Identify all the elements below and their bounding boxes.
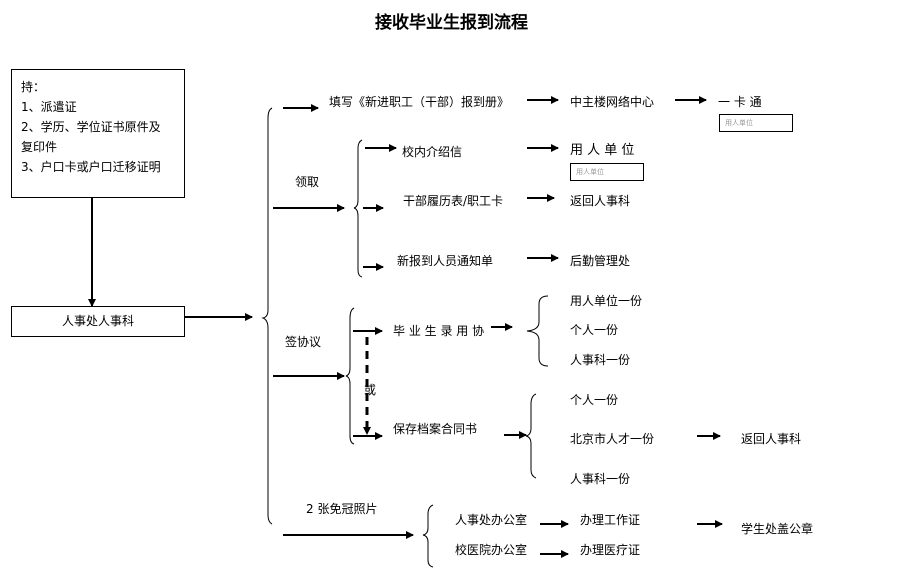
fill-form-label: 填写《新进职工（干部）报到册》 [329,95,510,109]
employment-copy: 用人单位一份 [570,294,643,308]
agreement-label: 签协议 [285,335,322,349]
receive-item-target: 返回人事科 [570,194,631,208]
archive-return-label: 返回人事科 [741,432,802,446]
employer-stamp-box: 用人单位 [570,163,644,181]
archive-contract-label: 保存档案合同书 [393,422,478,436]
document-item: 3、户口卡或户口迁移证明 [21,160,161,174]
archive-copy: 北京市人才一份 [570,432,655,446]
receive-brace [353,139,363,278]
employment-copies-brace [526,295,549,367]
document-item: 2、学历、学位证书原件及 [21,120,161,134]
office-action: 办理医疗证 [580,543,641,557]
employment-copy: 人事科一份 [570,353,631,367]
office-label: 人事处办公室 [455,513,528,527]
main-brace [261,107,273,525]
receive-item: 新报到人员通知单 [397,254,494,268]
or-label: 或 [364,383,377,397]
receive-item-target: 后勤管理处 [570,254,631,268]
employer-stamp-box: 用人单位 [719,114,793,132]
hr-office-box: 人事处人事科 [11,306,185,337]
employment-agreement-label: 毕 业 生 录 用 协 [393,324,485,338]
hr-office-label: 人事处人事科 [61,314,134,328]
archive-copy: 个人一份 [570,393,619,407]
office-action: 办理工作证 [580,513,641,527]
required-documents-box: 持： 1、派遣证 2、学历、学位证书原件及 复印件 3、户口卡或户口迁移证明 [11,69,185,198]
archive-copies-brace [525,393,537,479]
campus-card-label: 一 卡 通 [718,95,762,109]
receive-item: 校内介绍信 [402,145,463,159]
photos-brace [422,504,434,568]
employment-copy: 个人一份 [570,323,619,337]
agreement-brace [345,307,355,445]
receive-item-target: 用 人 单 位 [570,143,635,158]
office-label: 校医院办公室 [455,543,528,557]
network-center-label: 中主楼网络中心 [570,95,655,109]
student-office-stamp-label: 学生处盖公章 [741,522,814,536]
document-item: 复印件 [21,140,58,154]
archive-copy: 人事科一份 [570,472,631,486]
documents-heading: 持： [21,80,46,94]
document-item: 1、派遣证 [21,100,77,114]
receive-item: 干部履历表/职工卡 [403,194,504,208]
photos-label: 2 张免冠照片 [306,502,378,516]
page-title: 接收毕业生报到流程 [375,13,528,33]
receive-label: 领取 [295,175,320,189]
